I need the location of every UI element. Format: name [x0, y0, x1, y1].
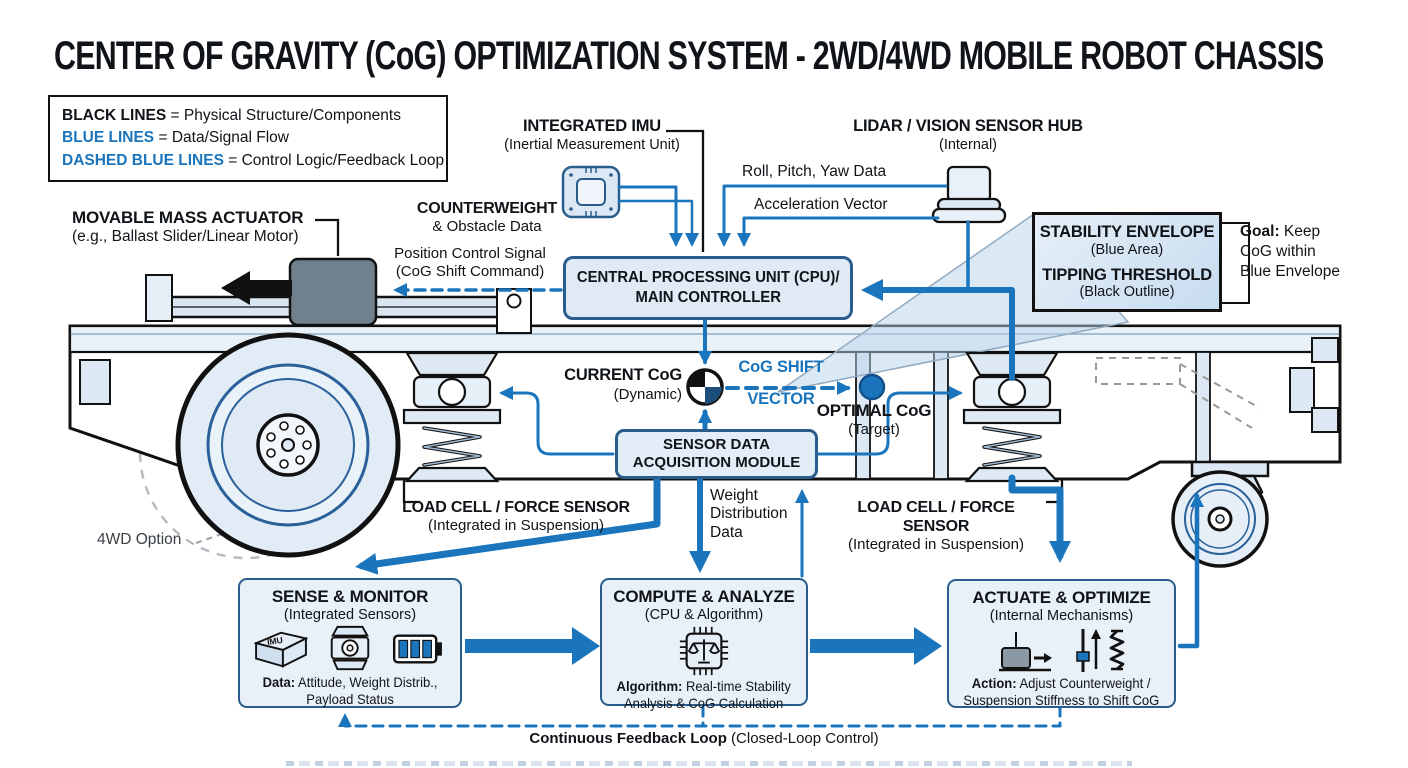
imu-chip-icon: IMU	[254, 631, 308, 668]
current-cog-label: CURRENT CoG (Dynamic)	[564, 366, 682, 403]
lidar-label: LIDAR / VISION SENSOR HUB (Internal)	[853, 117, 1083, 153]
legend-item-black: BLACK LINES = Physical Structure/Compone…	[62, 107, 401, 124]
counterweight-label: COUNTERWEIGHT & Obstacle Data	[416, 200, 558, 236]
mass-travel-arrow	[221, 271, 292, 305]
feedback-loop-caption: Continuous Feedback Loop (Closed-Loop Co…	[529, 730, 879, 747]
caster-wheel	[1171, 460, 1270, 568]
counterweight-slide-icon	[998, 631, 1052, 671]
cog-shift-vector-label: CoG SHIFT VECTOR	[738, 358, 824, 408]
page-title: CENTER OF GRAVITY (CoG) OPTIMIZATION SYS…	[54, 34, 1324, 78]
weight-sensor-icon	[330, 625, 370, 670]
sense-icons-row: IMU	[254, 624, 446, 674]
actuate-action-note: Action: Adjust Counterweight / Suspensio…	[963, 674, 1160, 709]
compute-icons-row	[677, 624, 731, 678]
sense-data-note: Data: Attitude, Weight Distrib., Payload…	[262, 673, 438, 708]
ghost-4wd-wheel	[138, 344, 354, 560]
lidar-icon	[931, 165, 1007, 224]
roll-pitch-yaw-label: Roll, Pitch, Yaw Data	[742, 163, 887, 180]
goal-note: Goal: Keep CoG within Blue Envelope	[1240, 223, 1340, 281]
actuate-icons-row	[995, 625, 1129, 675]
ghost-internal-mechanism	[1095, 357, 1261, 429]
ballast-mass-block	[288, 257, 378, 327]
weight-distribution-label: Weight Distribution Data	[710, 487, 788, 541]
4wd-option-label: 4WD Option	[97, 531, 182, 548]
imu-label: INTEGRATED IMU (Inertial Measurement Uni…	[504, 117, 680, 153]
current-cog-symbol	[686, 368, 724, 406]
sensor-data-acquisition-module: SENSOR DATA ACQUISITION MODULE	[615, 429, 818, 479]
stability-envelope-box: STABILITY ENVELOPE (Blue Area) TIPPING T…	[1032, 212, 1222, 312]
legend-item-dashed-blue: DASHED BLUE LINES = Control Logic/Feedba…	[62, 151, 445, 169]
cropped-bottom-text	[286, 761, 1132, 766]
line-legend: BLACK LINES = Physical Structure/Compone…	[48, 95, 448, 183]
actuate-optimize-box: ACTUATE & OPTIMIZE (Internal Mechanisms)…	[947, 579, 1176, 708]
acceleration-label: Acceleration Vector	[754, 196, 888, 213]
chip-balance-icon	[679, 626, 729, 675]
cpu-main-controller: CENTRAL PROCESSING UNIT (CPU)/ MAIN CONT…	[563, 256, 853, 320]
suspension-stiffness-icon	[1075, 628, 1124, 672]
svg-text:IMU: IMU	[266, 634, 283, 646]
optimal-cog-label: OPTIMAL CoG (Target)	[816, 401, 932, 439]
drive-wheel	[175, 332, 401, 558]
suspension-right	[962, 351, 1062, 483]
movable-mass-label: MOVABLE MASS ACTUATOR (e.g., Ballast Sli…	[72, 208, 304, 246]
legend-item-blue: BLUE LINES = Data/Signal Flow	[62, 129, 289, 147]
compute-algorithm-note: Algorithm: Real-time Stability Analysis …	[616, 677, 792, 712]
optimal-cog-symbol	[858, 373, 886, 401]
compute-analyze-box: COMPUTE & ANALYZE (CPU & Algorithm)	[600, 578, 808, 711]
suspension-left	[402, 351, 502, 483]
position-signal-label: Position Control Signal (CoG Shift Comma…	[394, 245, 546, 280]
imu-icon	[561, 165, 621, 219]
load-cell-left-label: LOAD CELL / FORCE SENSOR (Integrated in …	[402, 499, 630, 535]
battery-icon	[392, 634, 442, 664]
load-cell-right-label: LOAD CELL / FORCE SENSOR (Integrated in …	[848, 499, 1024, 554]
sense-monitor-box: SENSE & MONITOR (Integrated Sensors) IMU	[238, 578, 462, 708]
